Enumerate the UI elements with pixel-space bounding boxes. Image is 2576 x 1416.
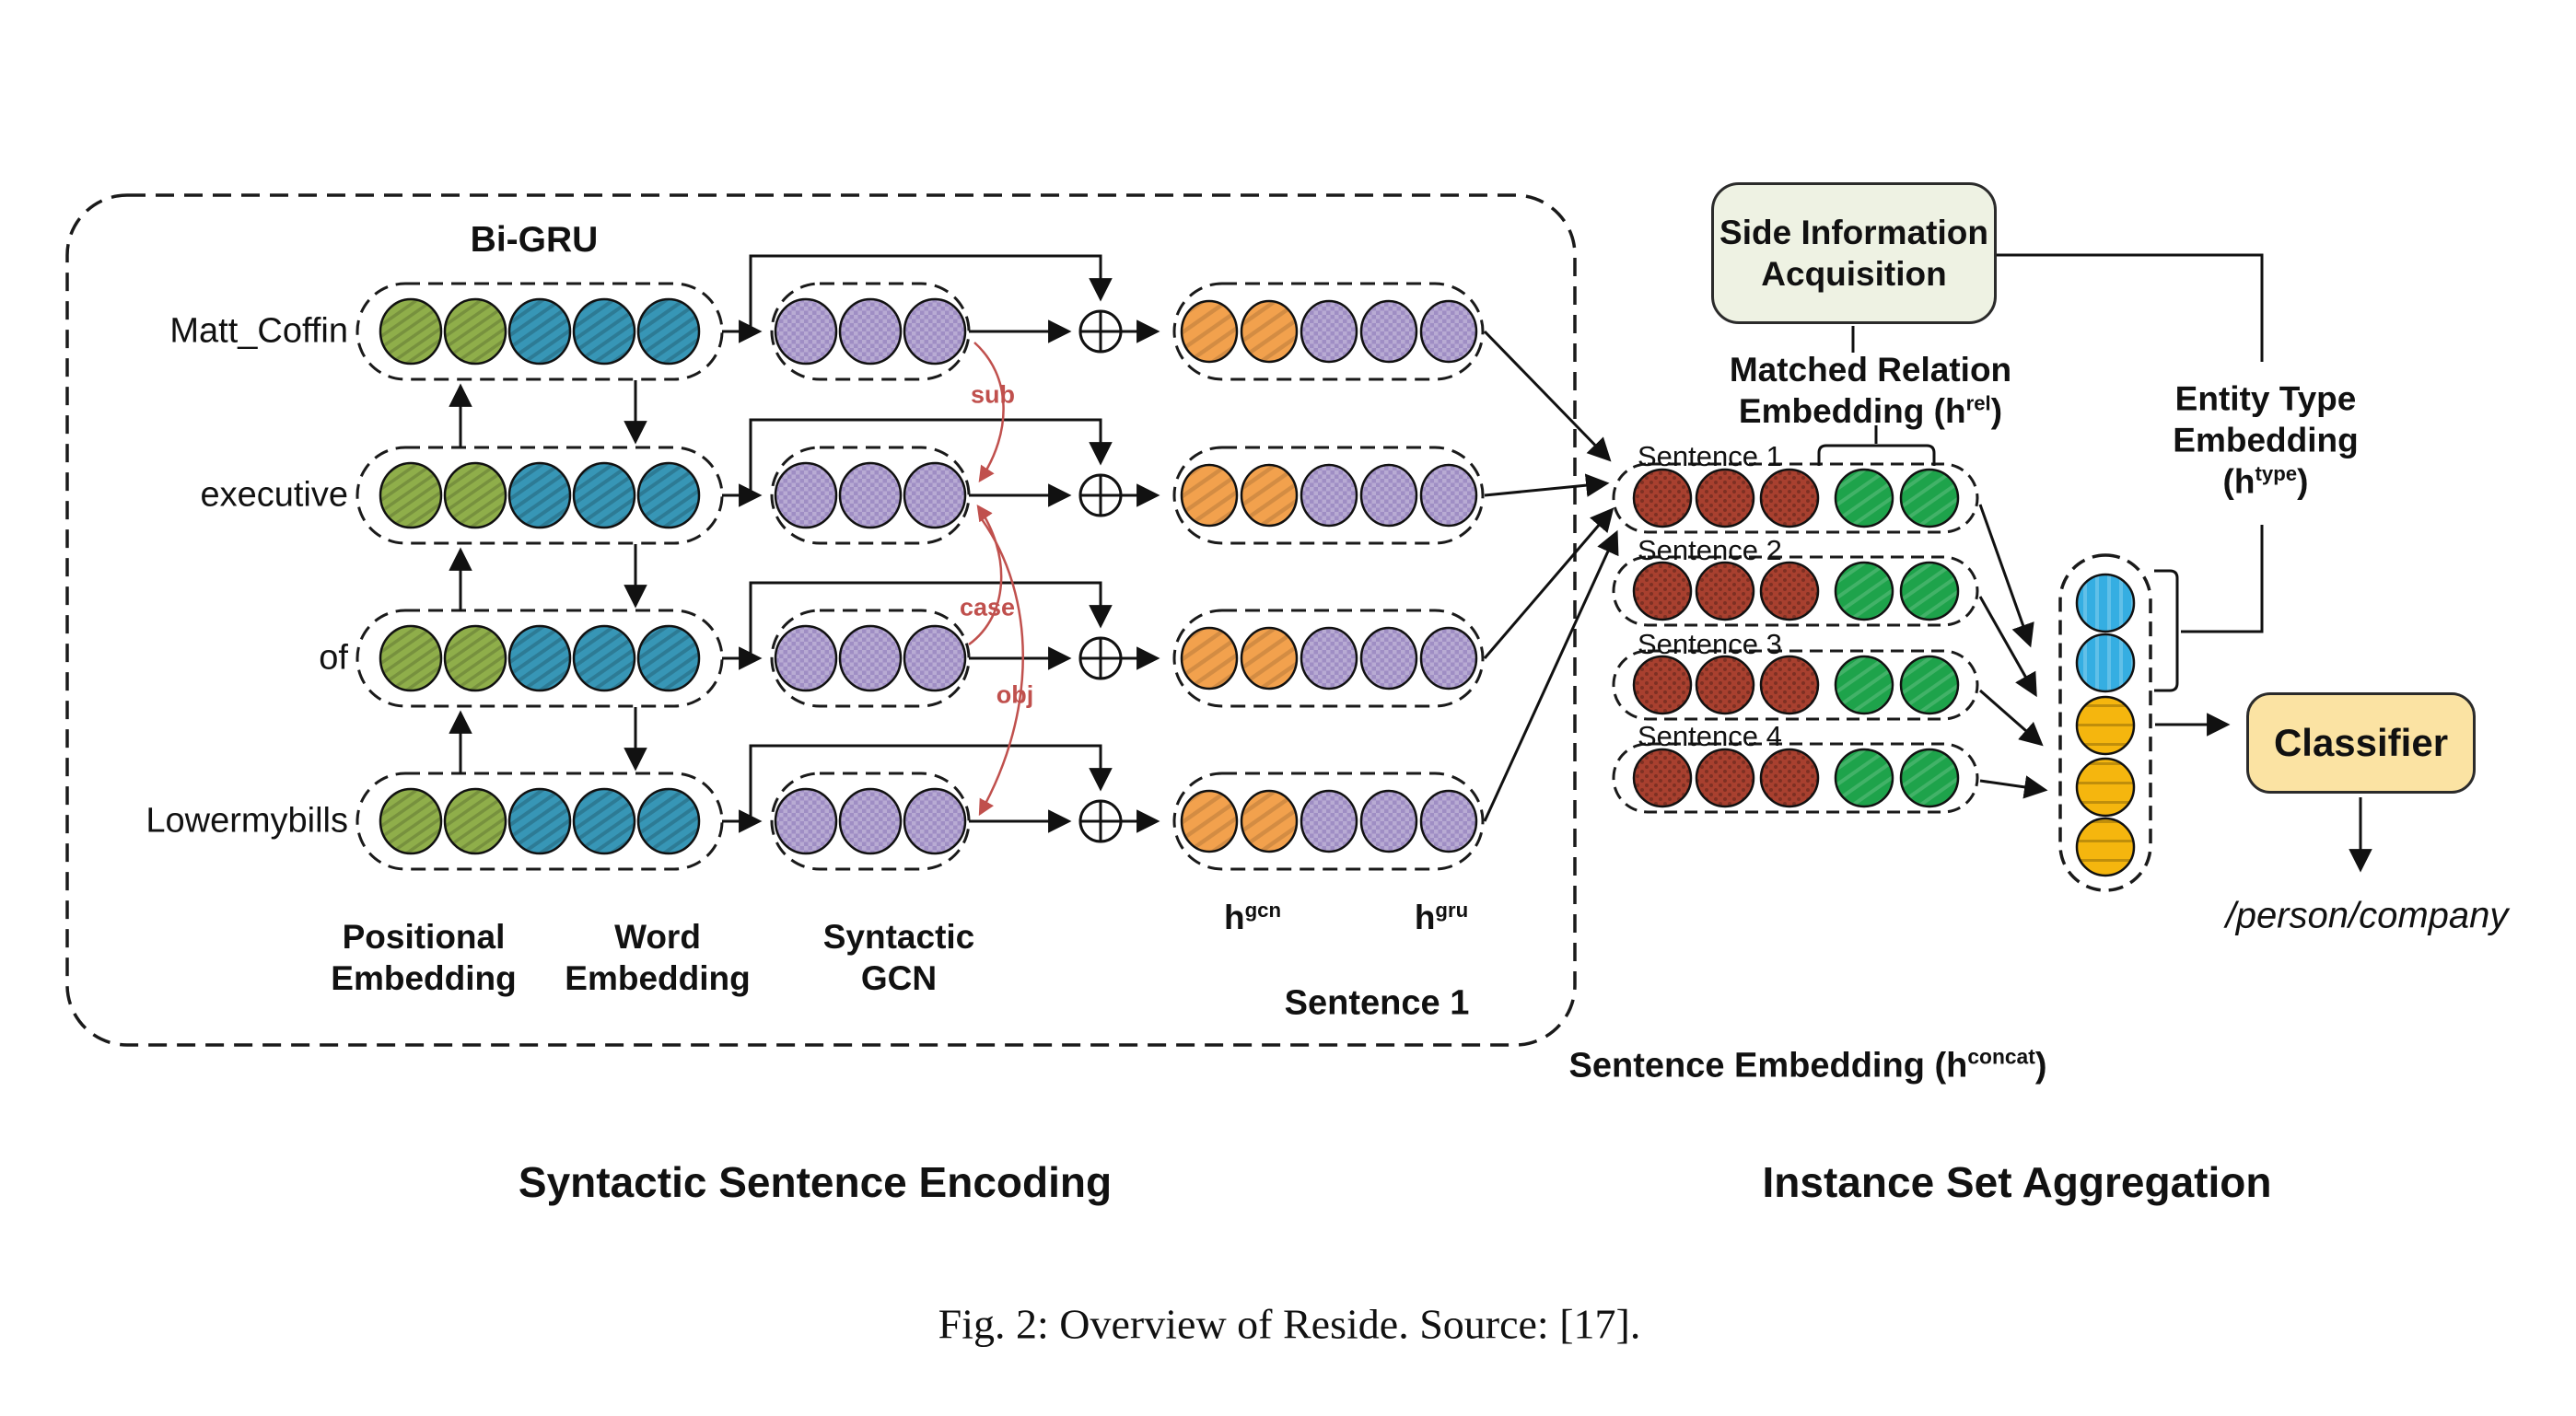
arrow-sentence3-to-aggregate: [1979, 689, 2044, 747]
relation-weight-circle: [2075, 817, 2136, 877]
dependency-label-sub: sub: [970, 380, 1016, 409]
dependency-arc-sub: [973, 342, 1005, 483]
encoder-row-2: [357, 420, 1483, 543]
line-sidebox-to-entity: [1994, 253, 2264, 362]
aggregate-vector-pill: [2058, 553, 2152, 892]
bigru-links-3-4: [460, 707, 635, 774]
arrow-word1-to-sentence1: [1483, 330, 1612, 462]
word-label-3: of: [319, 638, 348, 678]
encoder-row-4: [357, 746, 1483, 869]
encoder-row-3: [357, 583, 1483, 706]
arrow-word4-to-sentence1: [1483, 529, 1619, 822]
side-info-connectors: [1817, 253, 2372, 873]
entity-type-label: Entity Type Embedding (htype): [2173, 379, 2359, 501]
relation-weight-circle: [2075, 695, 2136, 756]
arrow-sentence4-to-aggregate: [1979, 775, 2048, 799]
figure-caption: Fig. 2: Overview of Reside. Source: [17]…: [938, 1300, 1641, 1348]
sentence-label-1: Sentence 1: [1638, 440, 1782, 472]
matched-relation-bracket: [1817, 444, 1936, 466]
sentence-label-4: Sentence 4: [1638, 720, 1782, 752]
arrow-sentence1-to-aggregate: [1978, 504, 2034, 648]
sentence-pill-4: [1612, 742, 1979, 814]
sentence-embedding-label: Sentence Embedding (hconcat): [1568, 1044, 2047, 1085]
concat-to-sentence-arrows: [1483, 330, 1619, 822]
classifier-box: Classifier: [2246, 692, 2476, 794]
dependency-label-case: case: [959, 593, 1016, 621]
entity-type-bracket: [2154, 569, 2179, 692]
sentence1-panel-label: Sentence 1: [1284, 983, 1470, 1023]
h-gcn-label: hgcn: [1223, 898, 1282, 937]
dependency-label-obj: obj: [996, 680, 1034, 709]
sentence-to-aggregate-arrows: [1978, 504, 2048, 799]
entity-type-circle: [2075, 573, 2136, 633]
dependency-arcs: [968, 342, 1024, 817]
bigru-links-1-2: [460, 380, 635, 447]
dependency-arc-obj: [978, 518, 1024, 817]
arrow-sentence2-to-aggregate: [1978, 596, 2037, 698]
sentence-pill-2: [1612, 555, 1979, 627]
arrow-word3-to-sentence1: [1483, 507, 1614, 659]
sentence-pill-1: [1612, 462, 1979, 534]
prediction-label: /person/company: [2225, 895, 2509, 936]
syntactic-encoding-panel-border: [65, 193, 1577, 1047]
side-information-box: Side Information Acquisition: [1711, 182, 1997, 324]
sentence-label-2: Sentence 2: [1638, 534, 1782, 566]
entity-type-circle: [2075, 633, 2136, 693]
sentence-pill-3: [1612, 649, 1979, 721]
left-panel-title: Syntactic Sentence Encoding: [518, 1158, 1113, 1206]
word-label-2: executive: [200, 475, 348, 515]
matched-relation-label: Matched Relation Embedding (hrel): [1729, 350, 2012, 430]
h-gru-label: hgru: [1414, 898, 1469, 937]
word-label-1: Matt_Coffin: [169, 311, 348, 351]
bigru-links-2-3: [460, 544, 635, 611]
relation-weight-circle: [2075, 757, 2136, 818]
arrow-word2-to-sentence1: [1484, 473, 1610, 497]
encoder-row-1: [357, 256, 1483, 379]
line-entity-to-bracket: [2181, 525, 2264, 633]
bigru-label: Bi-GRU: [470, 220, 599, 260]
word-label-4: Lowermybills: [146, 801, 348, 841]
dependency-arc-case: [968, 504, 1003, 646]
right-panel-title: Instance Set Aggregation: [1762, 1158, 2272, 1206]
sentence-label-3: Sentence 3: [1638, 628, 1782, 660]
